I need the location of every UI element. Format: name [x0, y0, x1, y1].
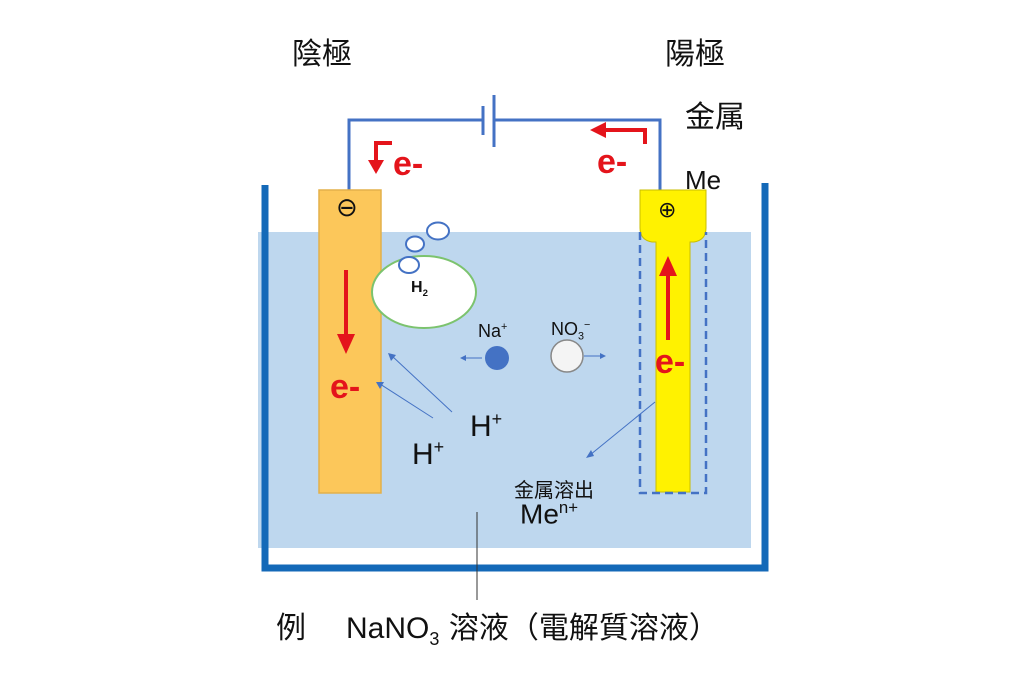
wire-right — [494, 118, 662, 190]
wire-left — [347, 118, 483, 190]
tank — [261, 183, 769, 572]
electron-arrow-cathode — [337, 270, 355, 354]
electron-arrow-anode — [659, 256, 677, 340]
small-bubble-3 — [426, 221, 450, 241]
cathode-sign: ⊖ — [336, 193, 358, 223]
caption-prefix: 例 — [276, 611, 306, 646]
no3-ion-label: NO3− — [551, 319, 591, 343]
small-bubble-2 — [405, 235, 425, 253]
h2-label: H2 — [411, 279, 428, 300]
small-bubble-1 — [398, 256, 420, 274]
h-ion-label-2: H+ — [412, 437, 445, 471]
h-ion-arrow-1 — [391, 355, 453, 413]
na-ion-label: Na+ — [478, 321, 508, 341]
h-ion-arrow-2 — [379, 383, 434, 419]
h-ion-label-1: H+ — [470, 409, 503, 443]
h2-bubble — [371, 255, 477, 329]
electron-label-wire-right: e- — [597, 143, 628, 181]
anode-label: 陽極 — [665, 37, 725, 72]
cathode-label: 陰極 — [292, 37, 352, 72]
metal-ion-arrow — [589, 401, 656, 456]
no3-ion-ball — [550, 339, 584, 373]
na-ion-ball — [485, 346, 509, 370]
caption-rest: 溶液（電解質溶液） — [439, 611, 719, 646]
electron-arrow-wire-left — [368, 141, 392, 174]
caption-formula: NaNO — [346, 612, 430, 645]
metal-label: 金属 — [685, 100, 745, 135]
electron-arrow-wire-right — [590, 122, 647, 144]
electron-label-wire-left: e- — [393, 145, 424, 183]
anode-original-outline — [638, 232, 708, 495]
electron-label-cathode: e- — [330, 368, 361, 406]
electron-label-anode: e- — [655, 343, 686, 381]
metal-dissolve-label: 金属溶出 — [514, 478, 594, 502]
anode-sign: ⊕ — [658, 198, 677, 223]
metal-symbol-label: Me — [685, 165, 722, 195]
metal-ion-label: Men+ — [520, 498, 579, 530]
